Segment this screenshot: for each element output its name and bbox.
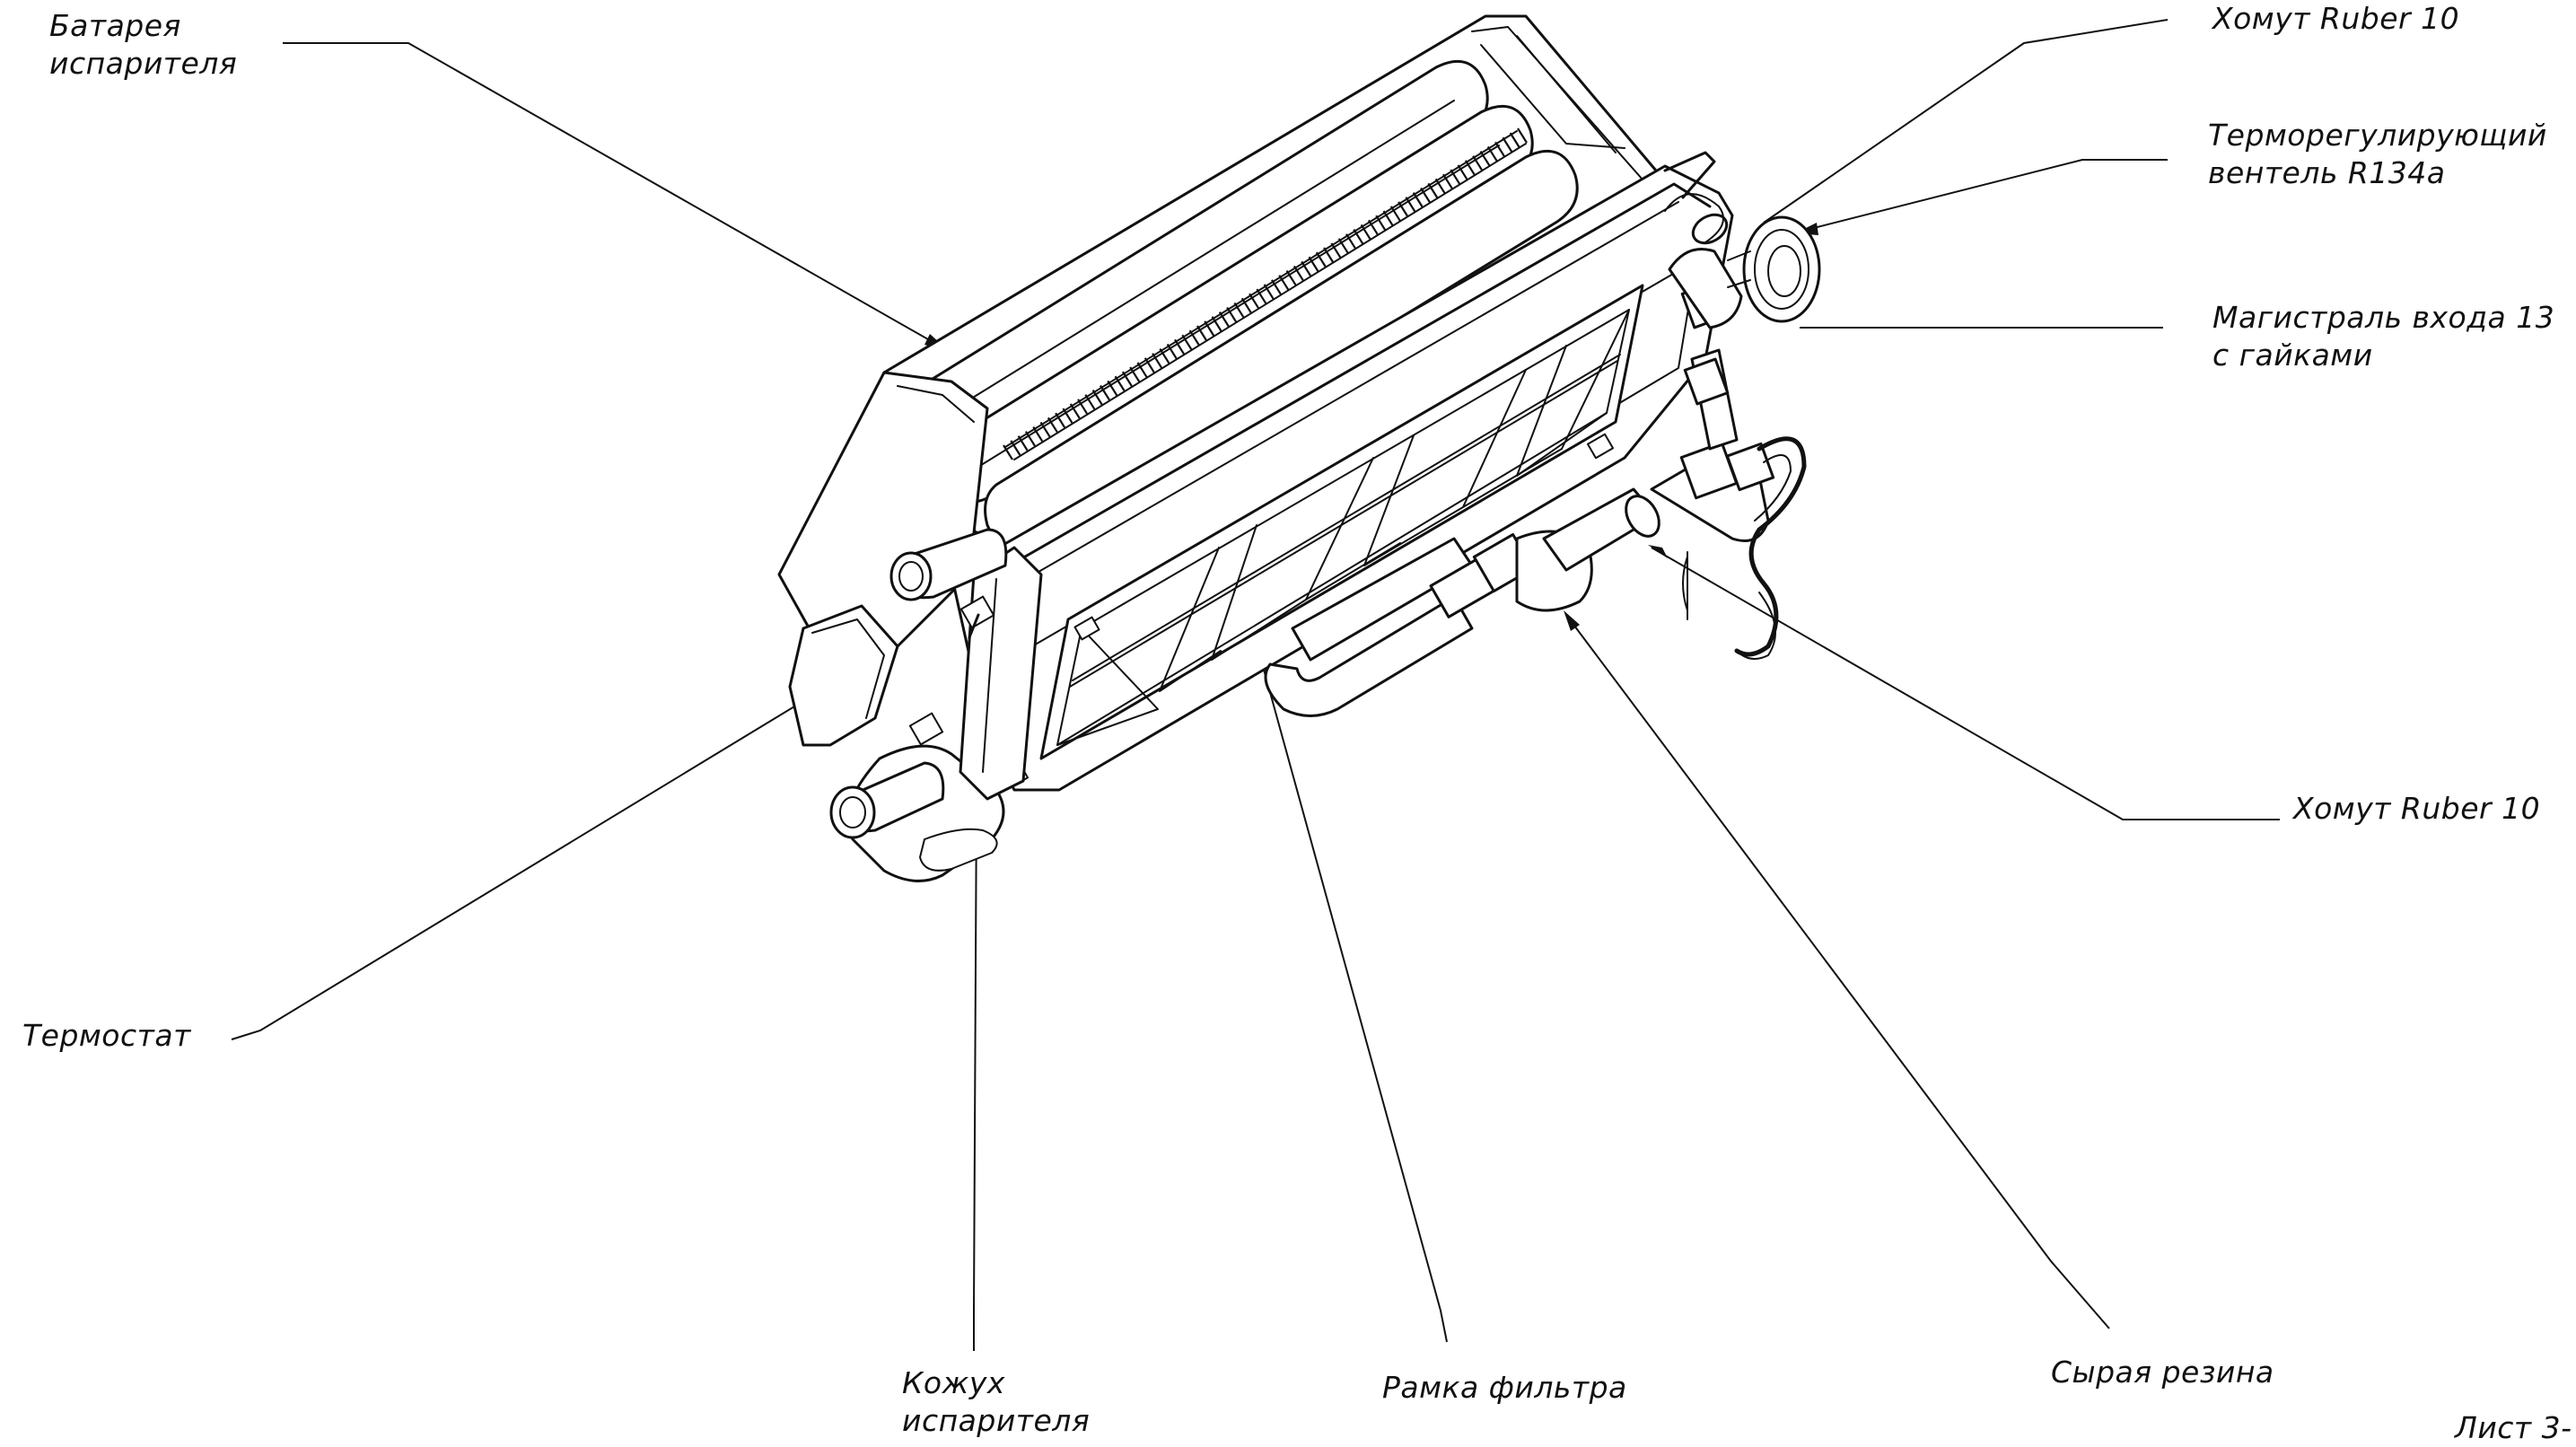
coil-hatch-line: [1472, 155, 1484, 171]
label-thermostat: Термостат: [22, 1018, 191, 1053]
filter-frame: [1001, 284, 1644, 789]
coil-hatch-line: [1494, 141, 1506, 157]
leader-thermostat: [231, 695, 813, 1040]
filter-strut-1: [1056, 627, 1159, 746]
coil-hatch-line: [1457, 164, 1468, 180]
label-raw-rubber: Сырая резина: [2051, 1355, 2274, 1390]
left-end-block-inner: [897, 385, 975, 423]
coil-edge-bottom: [1013, 143, 1527, 460]
label-evaporator-battery-line2: испарителя: [49, 46, 238, 81]
filter-mid-line-2: [1072, 354, 1621, 681]
right-piping: [1264, 151, 1821, 717]
filter-strut-2: [1159, 547, 1222, 692]
drain-hose-inner: [1754, 454, 1792, 522]
coil-hatch-line: [1442, 173, 1453, 189]
leader-clamp-top: [1763, 19, 2169, 224]
filter-strut-5: [1363, 434, 1464, 566]
left-nut-lower: [908, 712, 944, 746]
clamp-ruber-right: [1625, 495, 1660, 538]
label-thermo-valve: Терморегулирующий вентель R134a: [2208, 117, 2547, 192]
evaporator-cover-drain: [919, 828, 998, 872]
clamp-ruber-top: [1691, 213, 1729, 245]
coil-hatch-line: [1509, 132, 1520, 148]
left-nut-upper: [959, 595, 995, 629]
label-thermo-valve-line1: Терморегулирующий: [2208, 118, 2547, 153]
filter-mid-line: [1069, 360, 1618, 688]
battery-back-edge: [1471, 26, 1643, 180]
leader-thermo-valve: [1799, 159, 2168, 232]
arrowhead-clamp-right: [1648, 545, 1668, 558]
label-sheet-number: Лист 3-: [2455, 1410, 2572, 1445]
label-inlet-line-line2: с гайками: [2212, 338, 2373, 373]
label-inlet-line-line1: Магистраль входа 13: [2212, 300, 2555, 335]
valve-body-tee: [1668, 248, 1743, 329]
coil-hatch-line: [1486, 145, 1498, 162]
leader-raw-rubber: [1565, 614, 2110, 1329]
drain-hose-tail: [1682, 556, 1688, 611]
capillary-tube: [1664, 193, 1724, 243]
filter-clip-left: [1073, 616, 1100, 641]
label-evaporator-cover: Кожух испарителя: [902, 1364, 1090, 1440]
battery-end-cap-lines-2: [1516, 35, 1617, 153]
leader-evaporator-battery: [283, 42, 948, 351]
thermo-valve-stem: [1727, 250, 1751, 288]
thermostat-pin: [968, 613, 980, 639]
top-bracket: [1663, 151, 1716, 199]
front-cover-top-edge: [977, 182, 1712, 585]
left-end-block: [777, 371, 989, 684]
inlet-nut-2: [1683, 357, 1730, 406]
label-evaporator-battery: Батарея испарителя: [49, 7, 237, 83]
side-cover-strip-edge: [982, 578, 997, 773]
coil-hatch-line: [1479, 150, 1491, 167]
battery-tubes: [894, 59, 1579, 548]
drain-hose: [1734, 436, 1807, 657]
label-clamp-top: Хомут Ruber 10: [2212, 1, 2460, 36]
label-evaporator-cover-line1: Кожух: [902, 1365, 1005, 1400]
coil-hatch-line: [1502, 136, 1513, 153]
thermostat-box-edge: [811, 618, 885, 719]
label-evaporator-battery-line1: Батарея: [49, 8, 181, 43]
coil-hatch-line: [1517, 127, 1528, 144]
battery-end-cap-lines: [1480, 44, 1625, 149]
label-filter-frame: Рамка фильтра: [1382, 1370, 1627, 1405]
label-inlet-line: Магистраль входа 13 с гайками: [2212, 299, 2554, 374]
front-cover-top-edge-2: [986, 201, 1679, 602]
leader-clamp-right: [1651, 547, 2280, 820]
leader-filter-frame: [1260, 659, 1448, 1343]
evaporator-unit: [777, 14, 1821, 882]
coil-hatch-line: [1434, 178, 1446, 194]
label-thermo-valve-line2: вентель R134a: [2208, 155, 2446, 190]
label-clamp-right: Хомут Ruber 10: [2293, 791, 2541, 826]
thermo-valve-ring-core: [1767, 245, 1801, 297]
filter-clip-right: [1586, 433, 1615, 460]
leader-evaporator-cover: [973, 789, 977, 1351]
capillary-curl: [1736, 592, 1776, 660]
label-evaporator-cover-line2: испарителя: [902, 1403, 1091, 1438]
coil-hatch-line: [1464, 160, 1476, 176]
lower-pipe-bore: [839, 796, 866, 829]
left-pipe-stubs: [829, 528, 1008, 839]
filter-strut-3: [1211, 524, 1307, 661]
arrowhead-rubber: [1564, 610, 1580, 631]
filter-strut-7: [1516, 345, 1608, 477]
upper-pipe-bore: [898, 561, 924, 592]
leader-lines: [231, 19, 2280, 1351]
lower-return-pipe: [1264, 595, 1474, 717]
tube-1-highlight: [933, 100, 1455, 423]
coil-edge-top: [1004, 130, 1518, 448]
coil-hatch-line: [1450, 169, 1461, 185]
thermostat-box: [788, 604, 899, 747]
tube-3: [984, 149, 1579, 548]
filter-strut-8: [1561, 309, 1630, 450]
